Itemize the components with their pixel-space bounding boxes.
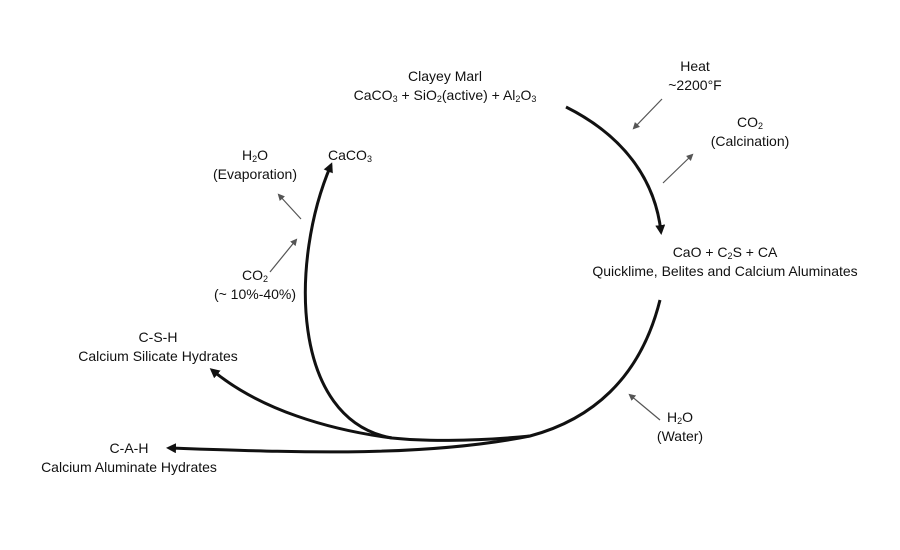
- formula-text: O: [682, 409, 694, 425]
- caco3-formula: CaCO3: [310, 146, 390, 165]
- formula-text: CaCO: [328, 147, 367, 163]
- cah-label: C-A-H Calcium Aluminate Hydrates: [14, 439, 244, 477]
- co2-calcination-note: (Calcination): [710, 133, 790, 149]
- products-note: Quicklime, Belites and Calcium Aluminate…: [592, 263, 858, 279]
- heat-arrow: [632, 98, 663, 130]
- formula-text: H: [241, 147, 253, 163]
- csh-label: C-S-H Calcium Silicate Hydrates: [48, 328, 268, 366]
- formula-text: (active) + Al: [441, 87, 516, 103]
- calcination-arc-arrow: [565, 105, 666, 235]
- evaporation-arrow: [277, 193, 302, 220]
- formula-subscript: 2: [436, 94, 442, 104]
- h2o-evaporation-label: H2O (Evaporation): [195, 146, 315, 184]
- cah-name: Calcium Aluminate Hydrates: [41, 459, 217, 475]
- co2-calcination-formula: CO2: [690, 113, 810, 132]
- products-formula: CaO + C2S + CA: [570, 243, 880, 262]
- formula-subscript: 3: [366, 154, 372, 164]
- h2o-water-note: (Water): [656, 428, 704, 444]
- formula-text: H: [666, 409, 678, 425]
- heat-label: Heat ~2200°F: [645, 57, 745, 95]
- csh-name: Calcium Silicate Hydrates: [78, 348, 238, 364]
- formula-subscript: 2: [262, 274, 268, 284]
- co2-uptake-label: CO2 (~ 10%-40%): [195, 266, 315, 304]
- co2-uptake-note: (~ 10%-40%): [213, 286, 297, 302]
- hydration-to-cah-arc-arrow: [166, 299, 662, 454]
- heat-label-title: Heat: [680, 58, 710, 74]
- formula-subscript: 2: [727, 251, 733, 261]
- water-arrow: [628, 393, 661, 421]
- formula-subscript: 2: [677, 416, 683, 426]
- formula-subscript: 2: [757, 121, 763, 131]
- formula-text: S + CA: [732, 244, 778, 260]
- co2-calcination-label: CO2 (Calcination): [690, 113, 810, 151]
- formula-text: CaO + C: [672, 244, 728, 260]
- formula-subscript: 2: [252, 154, 258, 164]
- csh-arrow: [209, 368, 393, 440]
- clayey-marl-label: Clayey Marl CaCO3 + SiO2(active) + Al2O3: [330, 67, 560, 105]
- formula-text: CO: [241, 267, 263, 283]
- csh-abbr: C-S-H: [138, 329, 178, 345]
- clayey-marl-title: Clayey Marl: [408, 68, 482, 84]
- h2o-water-label: H2O (Water): [640, 408, 720, 446]
- caco3-label: CaCO3: [310, 146, 390, 165]
- h2o-evaporation-note: (Evaporation): [212, 166, 298, 182]
- co2-uptake-formula: CO2: [195, 266, 315, 285]
- formula-subscript: 2: [515, 94, 521, 104]
- carbonation-arc-arrow: [303, 162, 531, 442]
- formula-text: O: [520, 87, 532, 103]
- co2-release-arrow: [662, 153, 694, 184]
- formula-subscript: 3: [531, 94, 537, 104]
- clayey-marl-formula: CaCO3 + SiO2(active) + Al2O3: [330, 86, 560, 105]
- products-label: CaO + C2S + CA Quicklime, Belites and Ca…: [570, 243, 880, 281]
- formula-text: O: [257, 147, 269, 163]
- formula-text: + SiO: [397, 87, 437, 103]
- h2o-water-formula: H2O: [640, 408, 720, 427]
- formula-text: CaCO: [353, 87, 393, 103]
- cah-abbr: C-A-H: [109, 440, 149, 456]
- co2-uptake-arrow: [269, 238, 298, 273]
- heat-label-temperature: ~2200°F: [668, 77, 722, 93]
- formula-subscript: 3: [392, 94, 398, 104]
- formula-text: CO: [736, 114, 758, 130]
- h2o-evaporation-formula: H2O: [195, 146, 315, 165]
